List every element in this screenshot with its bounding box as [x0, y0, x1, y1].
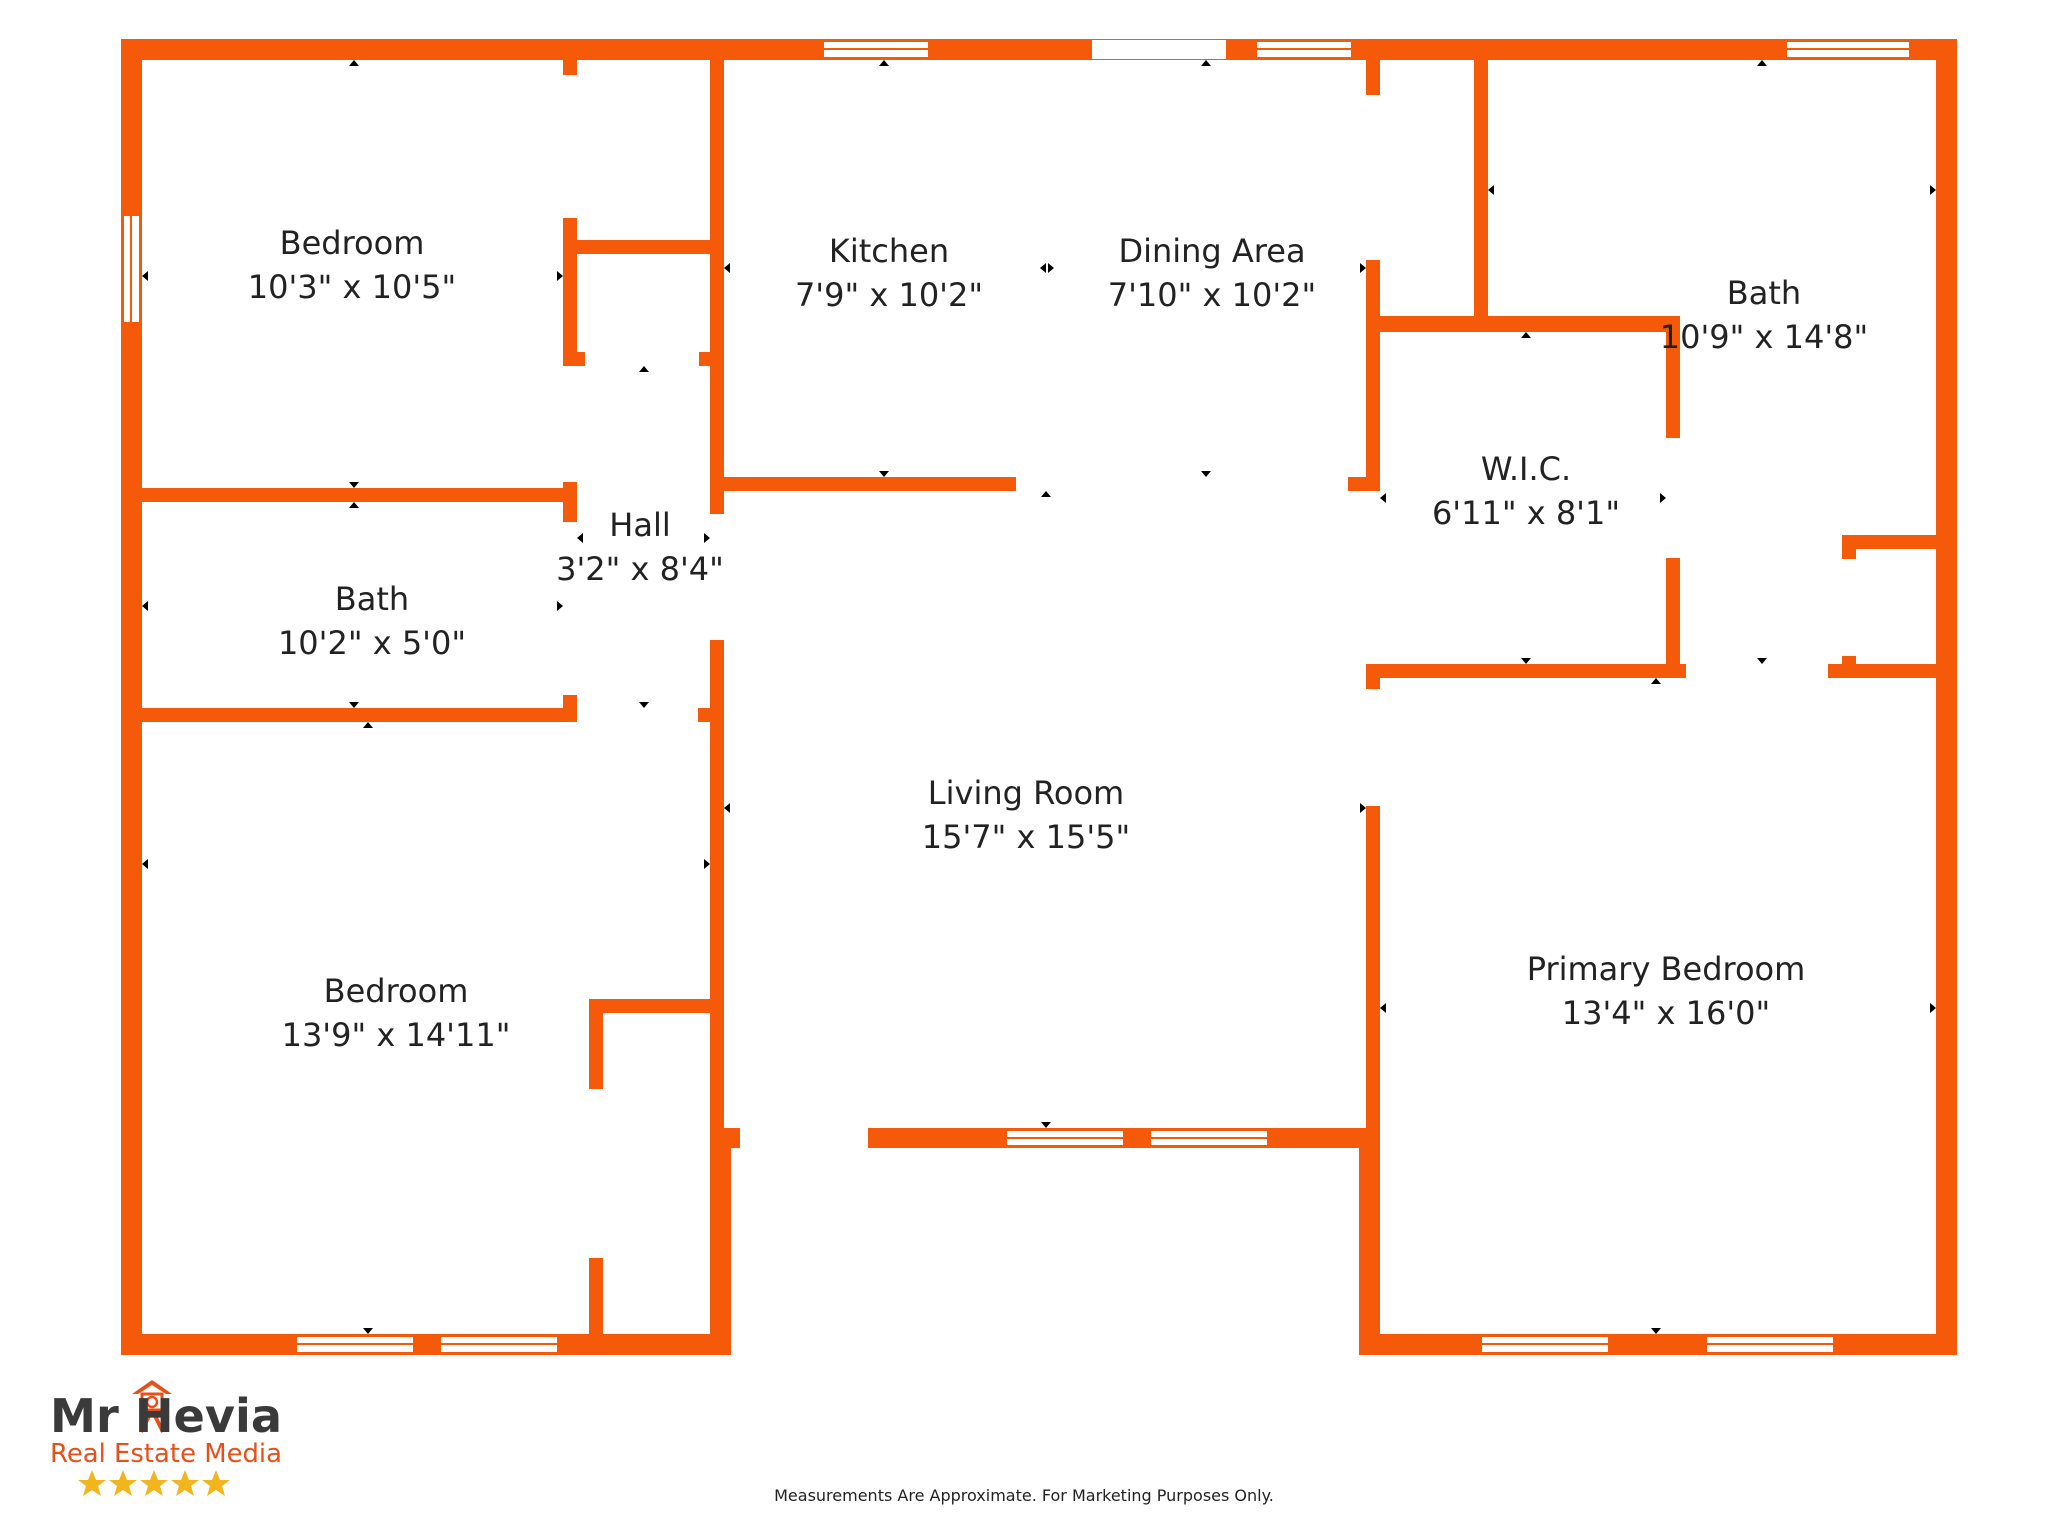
room-name: Hall [609, 506, 670, 544]
room-size: 13'9" x 14'11" [282, 1016, 511, 1054]
room-name: Living Room [928, 774, 1124, 812]
room-label-bath-1: Bath 10'2" x 5'0" [278, 580, 466, 662]
room-label-primary: Primary Bedroom 13'4" x 16'0" [1527, 950, 1806, 1032]
room-label-dining: Dining Area 7'10" x 10'2" [1108, 232, 1316, 314]
room-label-bedroom-1: Bedroom 10'3" x 10'5" [248, 224, 456, 306]
room-name: Bedroom [324, 972, 469, 1010]
logo-subtitle: Real Estate Media [50, 1439, 282, 1469]
star-icon [109, 1470, 137, 1496]
room-size: 10'9" x 14'8" [1660, 318, 1868, 356]
room-name: Bath [335, 580, 409, 618]
room-size: 7'10" x 10'2" [1108, 276, 1316, 314]
star-icon [140, 1470, 168, 1496]
room-name: Kitchen [829, 232, 949, 270]
star-icon [78, 1470, 106, 1496]
star-icon [202, 1470, 230, 1496]
room-label-living: Living Room 15'7" x 15'5" [922, 774, 1130, 856]
star-icon [171, 1470, 199, 1496]
room-label-hall: Hall 3'2" x 8'4" [556, 506, 724, 588]
room-label-wic: W.I.C. 6'11" x 8'1" [1432, 450, 1620, 532]
room-label-bath-2: Bath 10'9" x 14'8" [1660, 274, 1868, 356]
room-label-kitchen: Kitchen 7'9" x 10'2" [795, 232, 983, 314]
logo-brand-text: Mr Hevia [50, 1389, 282, 1443]
room-size: 7'9" x 10'2" [795, 276, 983, 314]
disclaimer-text: Measurements Are Approximate. For Market… [774, 1486, 1274, 1505]
entry-door-opening [1092, 40, 1226, 59]
room-name: Primary Bedroom [1527, 950, 1806, 988]
room-name: Bedroom [280, 224, 425, 262]
windows [122, 40, 1911, 1354]
room-size: 10'2" x 5'0" [278, 624, 466, 662]
room-size: 3'2" x 8'4" [556, 550, 724, 588]
dimension-ticks [142, 60, 1936, 1334]
interior-walls [121, 39, 1957, 1355]
rating-stars [78, 1470, 230, 1496]
room-name: Bath [1727, 274, 1801, 312]
room-name: Dining Area [1118, 232, 1305, 270]
room-size: 10'3" x 10'5" [248, 268, 456, 306]
room-size: 6'11" x 8'1" [1432, 494, 1620, 532]
room-size: 13'4" x 16'0" [1562, 994, 1770, 1032]
room-label-bedroom-2: Bedroom 13'9" x 14'11" [282, 972, 511, 1054]
brand-logo: Mr Hevia Real Estate Media [50, 1380, 282, 1496]
room-size: 15'7" x 15'5" [922, 818, 1130, 856]
room-name: W.I.C. [1481, 450, 1571, 488]
house-camera-icon [132, 1380, 172, 1433]
